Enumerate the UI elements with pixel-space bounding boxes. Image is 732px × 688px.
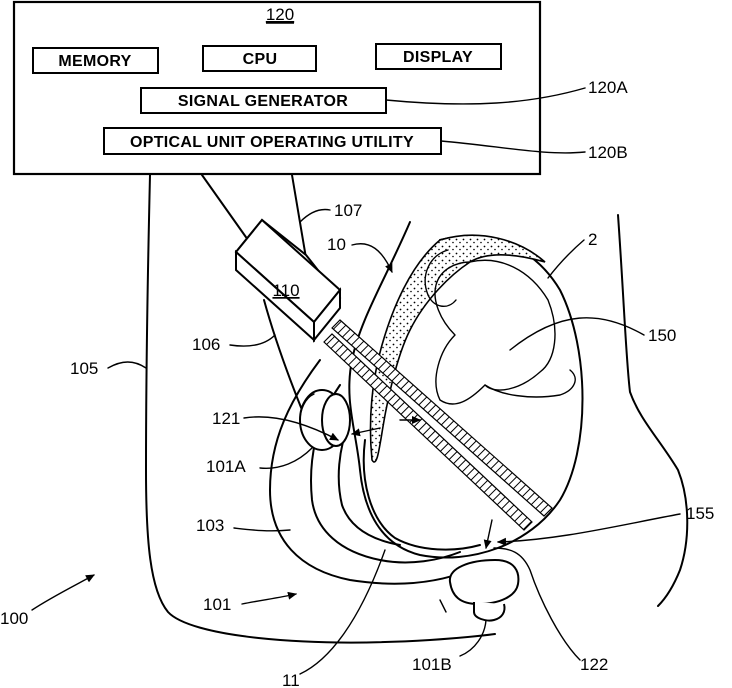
leader-101A [260,448,312,468]
signal-generator-label: SIGNAL GENERATOR [178,93,348,110]
leader-107 [300,210,330,223]
leader-10 [352,244,392,272]
fetus-arm [485,370,575,397]
ref-101A: 101A [206,457,246,476]
flow-arrow-3 [486,520,492,548]
leader-106 [230,335,275,346]
leader-100 [32,575,94,610]
fiber-106-left [202,175,248,240]
ref-106: 106 [192,335,220,354]
leader-11 [300,550,385,674]
computer-ref-label: 120 [266,5,294,24]
optical-unit-110: 110 [236,220,340,340]
ref-101: 101 [203,595,231,614]
ref-155: 155 [686,504,714,523]
back-outline [618,215,687,606]
ref-101B: 101B [412,655,452,674]
ref-107: 107 [334,201,362,220]
ref-110: 110 [272,281,299,300]
ref-11: 11 [282,671,300,688]
canal-innermost [339,420,400,545]
probe-101A [300,390,350,450]
display-label: DISPLAY [403,49,473,66]
probe-101B [450,560,519,621]
ref-100: 100 [0,609,28,628]
leader-105 [108,362,146,368]
leader-uterus-right [440,600,446,612]
ref-2: 2 [588,230,597,249]
ref-150: 150 [648,326,676,345]
computer-box: 120 MEMORY CPU DISPLAY SIGNAL GENERATOR … [14,2,540,174]
optical-utility-label: OPTICAL UNIT OPERATING UTILITY [130,134,414,151]
leader-103 [234,528,290,531]
ref-121: 121 [212,409,240,428]
leader-2 [548,240,584,278]
ref-10: 10 [327,235,346,254]
ref-105: 105 [70,359,98,378]
ref-120A: 120A [588,78,628,97]
memory-label: MEMORY [58,53,131,70]
ref-120B: 120B [588,143,628,162]
leader-101 [242,594,296,604]
cpu-label: CPU [243,51,278,68]
ref-122: 122 [580,655,608,674]
ref-103: 103 [196,516,224,535]
optical-beams [324,320,552,530]
